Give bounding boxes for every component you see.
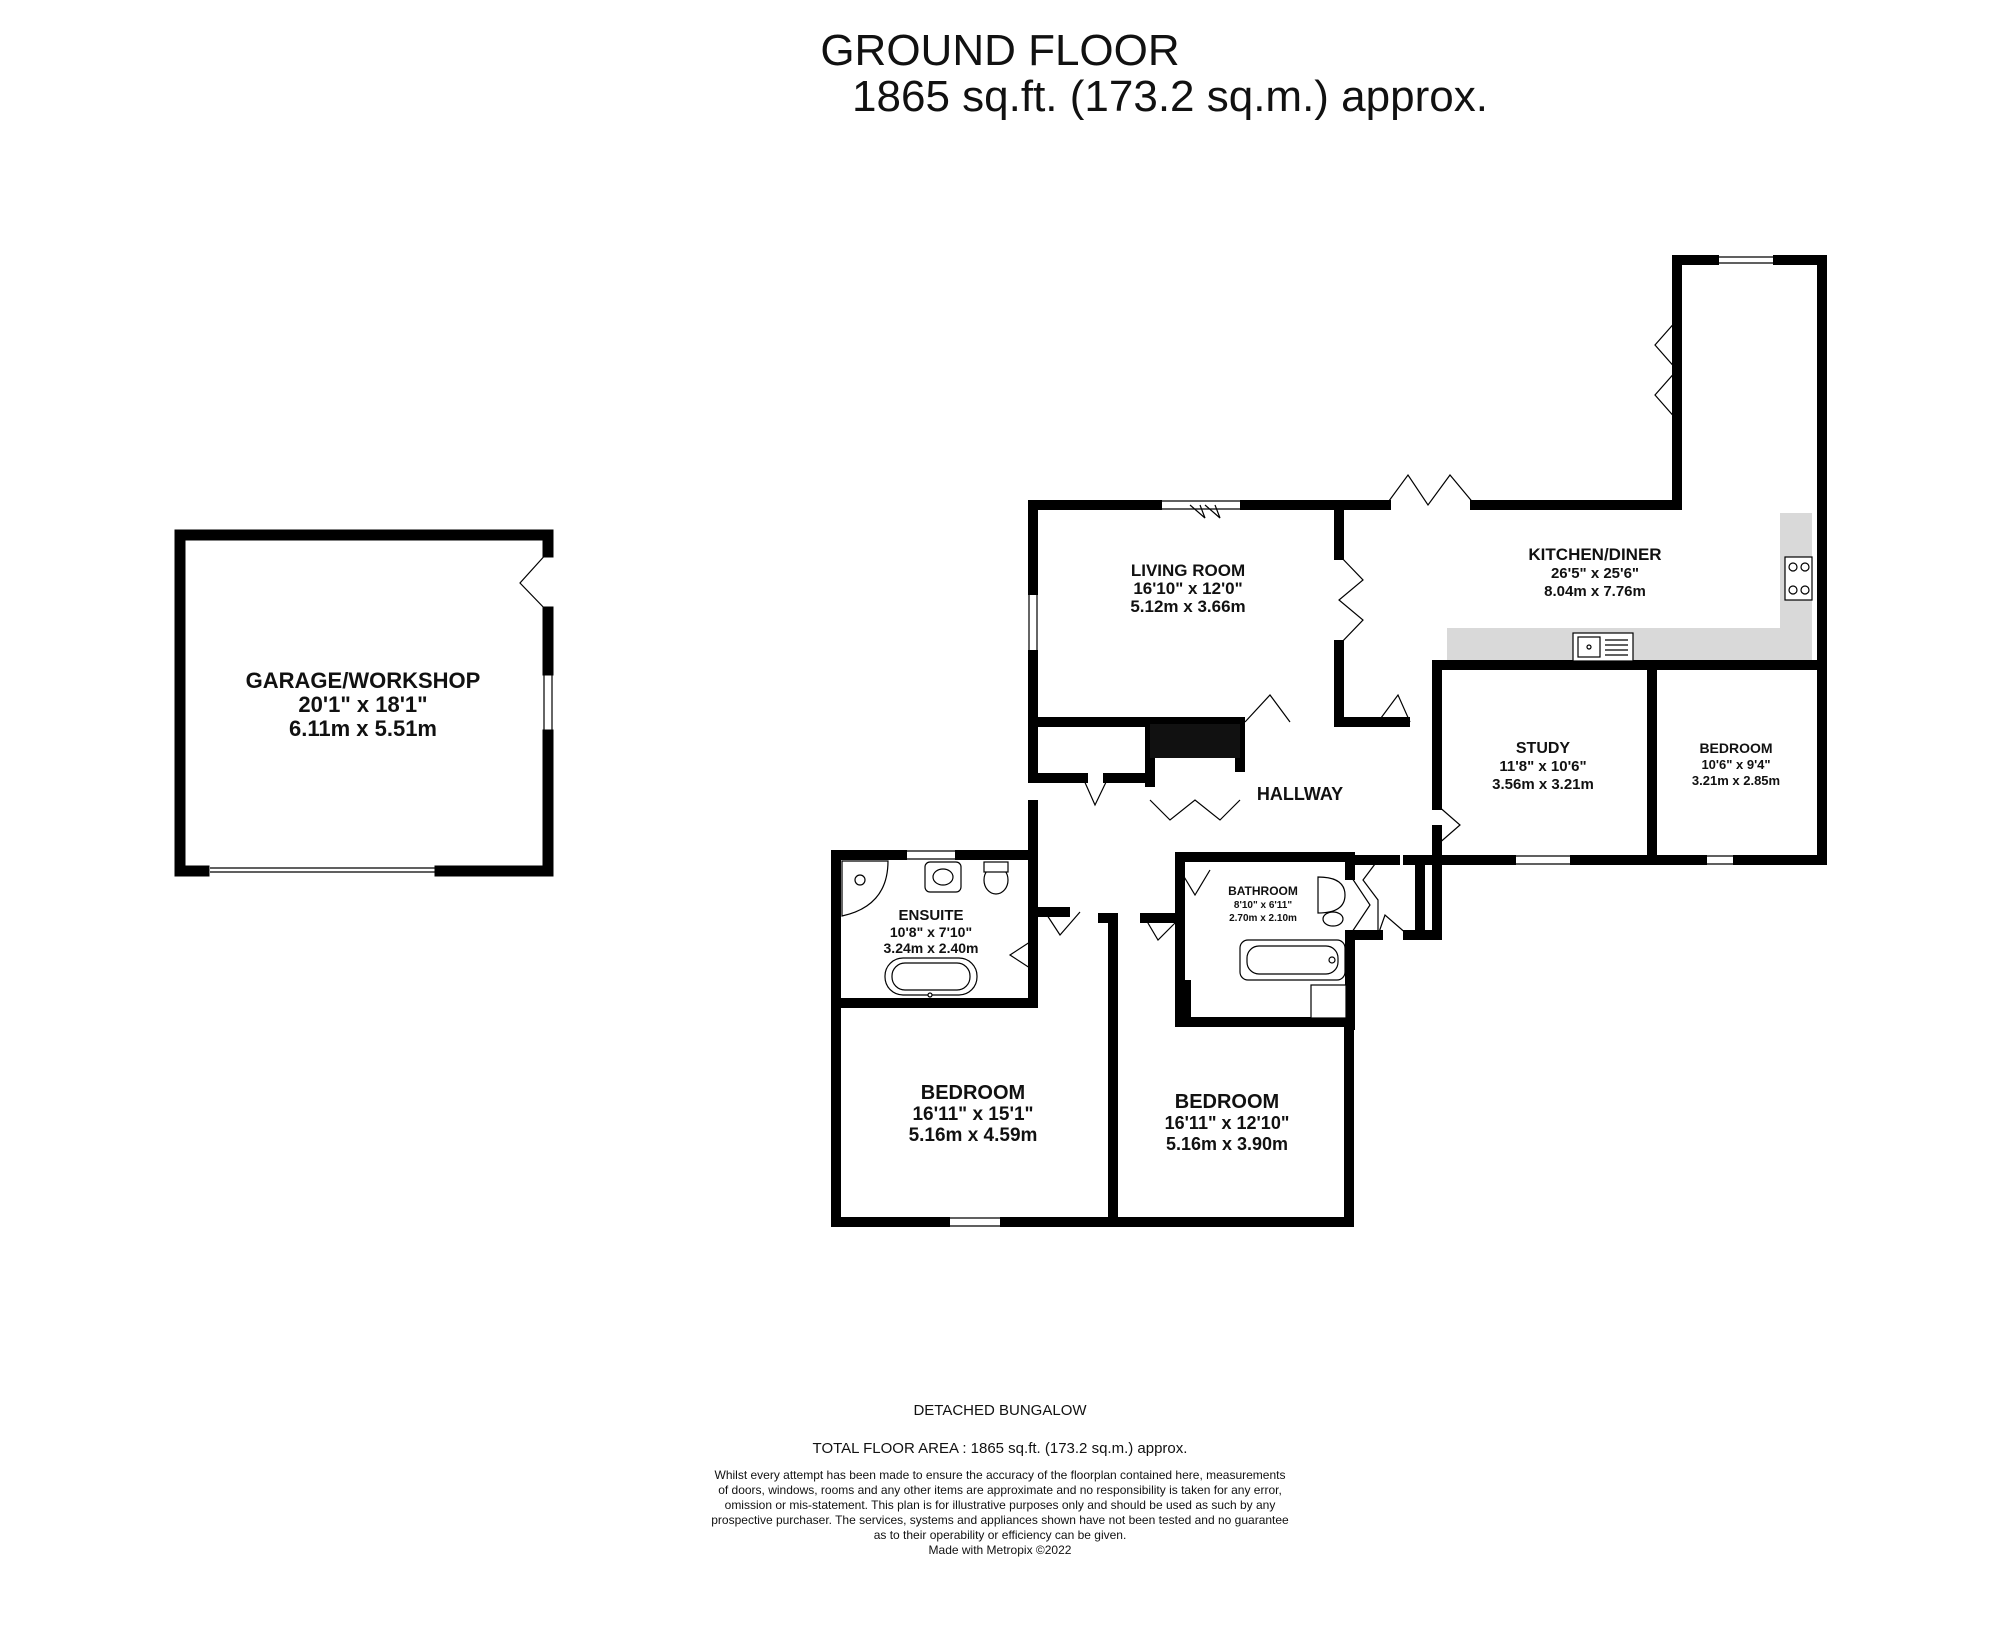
room-name: BEDROOM bbox=[1699, 740, 1772, 756]
room-name: BATHROOM bbox=[1228, 884, 1298, 898]
kitchen-sink-icon bbox=[1572, 632, 1634, 662]
doors bbox=[1008, 319, 1678, 971]
property-type: DETACHED BUNGALOW bbox=[913, 1402, 1087, 1419]
disclaimer: Whilst every attempt has been made to en… bbox=[0, 1468, 2000, 1558]
windows bbox=[902, 256, 1778, 1227]
room-name: KITCHEN/DINER bbox=[1528, 545, 1661, 564]
kitchen-hob-icon bbox=[1784, 556, 1813, 601]
room-dims-metric: 3.24m x 2.40m bbox=[884, 940, 979, 956]
room-name: STUDY bbox=[1516, 740, 1571, 757]
room-label-ensuite: ENSUITE 10'8" x 7'10" 3.24m x 2.40m bbox=[884, 907, 979, 956]
disclaimer-line: of doors, windows, rooms and any other i… bbox=[718, 1483, 1282, 1497]
room-dims-metric: 5.16m x 3.90m bbox=[1166, 1134, 1288, 1154]
room-label-study: STUDY 11'8" x 10'6" 3.56m x 3.21m bbox=[1492, 740, 1594, 793]
floor-area: 1865 sq.ft. (173.2 sq.m.) approx. bbox=[852, 72, 1488, 121]
room-dims-metric: 3.56m x 3.21m bbox=[1492, 776, 1594, 793]
room-label-hallway: HALLWAY bbox=[1257, 784, 1343, 804]
room-dims-imperial: 10'6" x 9'4" bbox=[1701, 757, 1770, 772]
disclaimer-line: omission or mis-statement. This plan is … bbox=[724, 1498, 1276, 1512]
house-walls bbox=[831, 255, 1827, 1227]
garage-fixtures bbox=[210, 551, 553, 873]
floor-title: GROUND FLOOR bbox=[820, 26, 1180, 75]
room-name: BEDROOM bbox=[1175, 1091, 1279, 1113]
room-dims-imperial: 16'10" x 12'0" bbox=[1133, 579, 1242, 598]
room-label-bedroom-mid: BEDROOM 16'11" x 12'10" 5.16m x 3.90m bbox=[1165, 1091, 1290, 1154]
metropix-credit: Made with Metropix ©2022 bbox=[928, 1543, 1072, 1557]
room-label-bathroom: BATHROOM 8'10" x 6'11" 2.70m x 2.10m bbox=[1228, 884, 1298, 924]
wardrobe bbox=[1183, 1019, 1345, 1026]
room-name: LIVING ROOM bbox=[1131, 561, 1245, 580]
room-label-bedroom-small: BEDROOM 10'6" x 9'4" 3.21m x 2.85m bbox=[1692, 740, 1780, 788]
room-dims-imperial: 20'1" x 18'1" bbox=[298, 692, 427, 717]
room-name: GARAGE/WORKSHOP bbox=[246, 668, 481, 693]
disclaimer-line: Whilst every attempt has been made to en… bbox=[714, 1468, 1286, 1482]
room-dims-metric: 8.04m x 7.76m bbox=[1544, 583, 1646, 600]
room-dims-metric: 3.21m x 2.85m bbox=[1692, 773, 1780, 788]
room-dims-metric: 2.70m x 2.10m bbox=[1229, 913, 1297, 924]
room-dims-imperial: 8'10" x 6'11" bbox=[1234, 900, 1292, 911]
disclaimer-line: as to their operability or efficiency ca… bbox=[873, 1528, 1127, 1542]
room-dims-metric: 5.12m x 3.66m bbox=[1130, 597, 1245, 616]
room-dims-imperial: 10'8" x 7'10" bbox=[890, 924, 972, 940]
room-dims-imperial: 16'11" x 15'1" bbox=[912, 1104, 1033, 1125]
bathroom-fixtures bbox=[1239, 876, 1347, 1019]
room-dims-imperial: 16'11" x 12'10" bbox=[1165, 1113, 1290, 1133]
ensuite-fixtures bbox=[841, 860, 1009, 998]
garage-walls bbox=[174, 529, 554, 877]
disclaimer-line: prospective purchaser. The services, sys… bbox=[711, 1513, 1289, 1527]
room-dims-imperial: 26'5" x 25'6" bbox=[1551, 565, 1639, 582]
room-label-bedroom-main: BEDROOM 16'11" x 15'1" 5.16m x 4.59m bbox=[909, 1082, 1038, 1146]
room-name: ENSUITE bbox=[898, 907, 963, 924]
chimney-block bbox=[1150, 724, 1240, 758]
room-dims-metric: 6.11m x 5.51m bbox=[289, 716, 437, 741]
total-floor-area: TOTAL FLOOR AREA : 1865 sq.ft. (173.2 sq… bbox=[812, 1440, 1188, 1457]
room-label-garage: GARAGE/WORKSHOP 20'1" x 18'1" 6.11m x 5.… bbox=[246, 668, 481, 741]
room-dims-imperial: 11'8" x 10'6" bbox=[1499, 758, 1586, 775]
room-label-living: LIVING ROOM 16'10" x 12'0" 5.12m x 3.66m bbox=[1130, 561, 1245, 616]
room-label-kitchen: KITCHEN/DINER 26'5" x 25'6" 8.04m x 7.76… bbox=[1528, 545, 1661, 600]
room-name: BEDROOM bbox=[921, 1082, 1025, 1104]
room-dims-metric: 5.16m x 4.59m bbox=[909, 1125, 1038, 1146]
